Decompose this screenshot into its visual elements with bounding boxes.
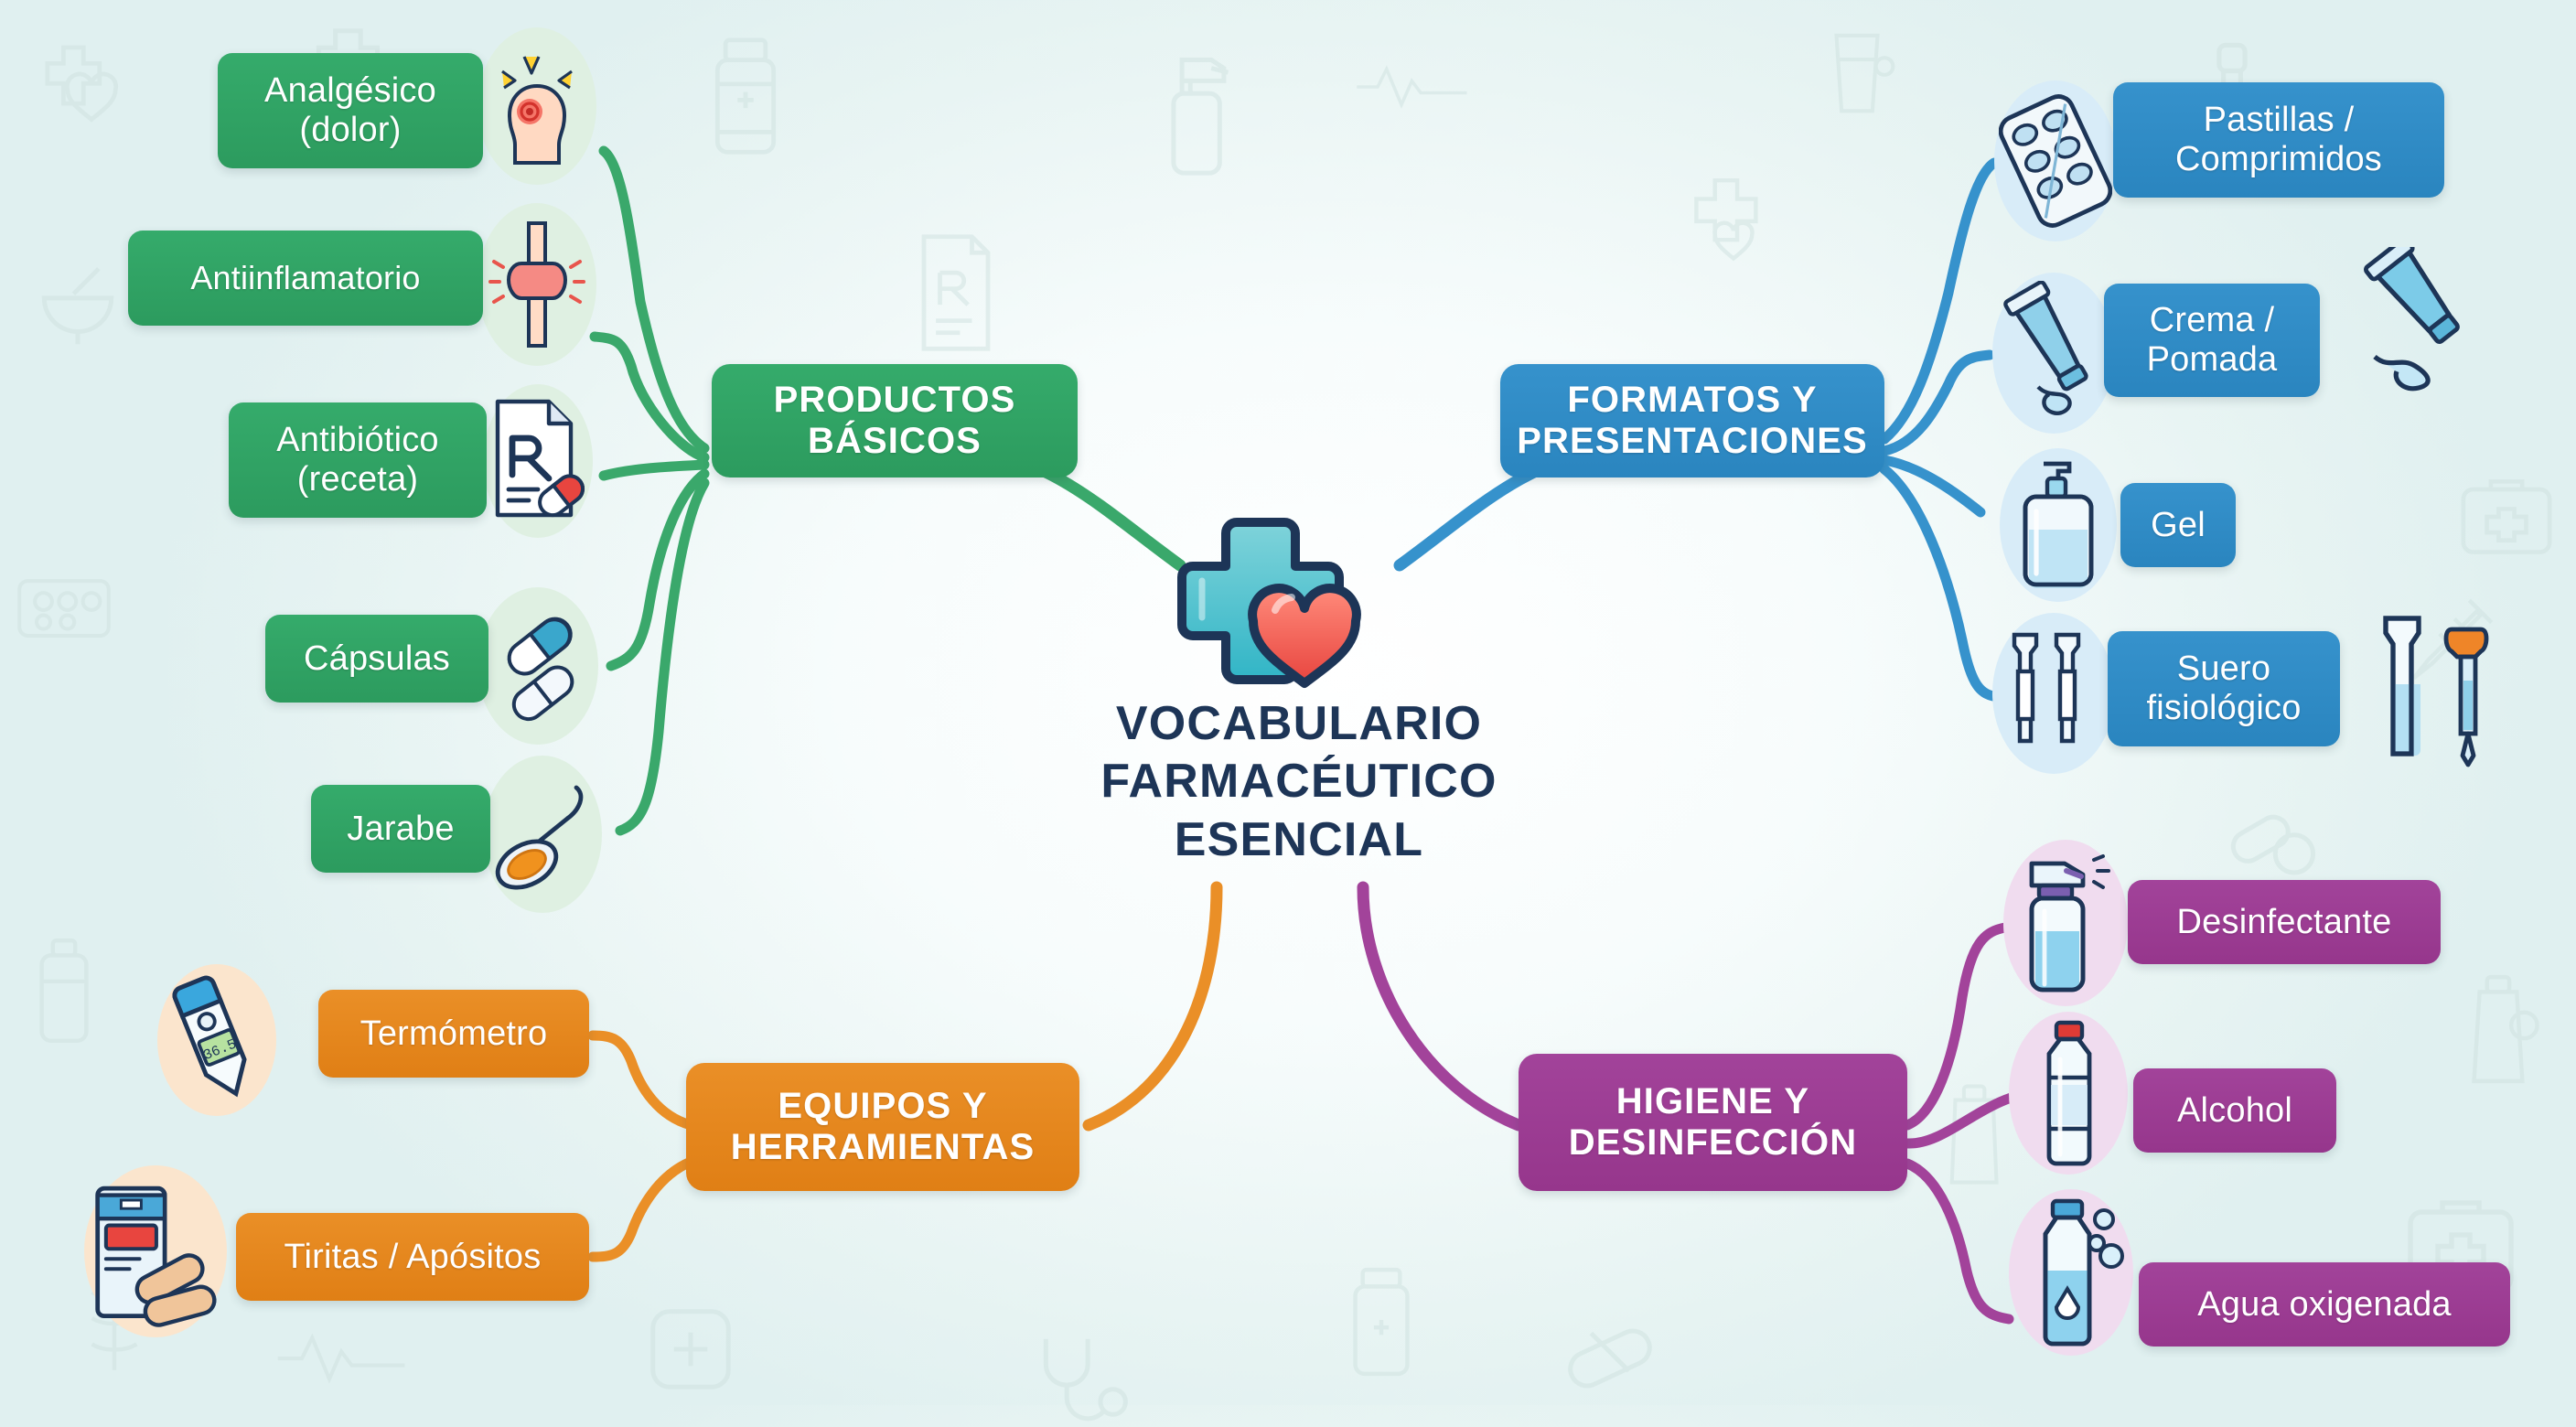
stethoscope-icon — [1025, 1326, 1134, 1427]
cup-icon — [1811, 18, 1903, 128]
leaf-analgesico[interactable]: Analgésico (dolor) — [218, 53, 483, 168]
rx-document-icon — [906, 229, 1006, 357]
saline-ampoules-icon — [1992, 613, 2115, 774]
first-aid-kit-icon — [2452, 467, 2561, 567]
bottle-icon — [18, 933, 110, 1052]
ampoule-dropper-icon — [2367, 607, 2505, 772]
tube-icon — [2461, 970, 2543, 1089]
medicine-bottle-icon — [695, 32, 796, 160]
heartbeat-icon — [1354, 55, 1473, 119]
cross-shield-icon — [1674, 165, 1793, 293]
cream-tube-squeeze-icon — [2342, 247, 2488, 393]
alcohol-bottle-icon — [2009, 1012, 2128, 1175]
leaf-desinfectante[interactable]: Desinfectante — [2128, 880, 2441, 964]
bandage-box-icon — [84, 1165, 227, 1337]
leaf-crema-pomada[interactable]: Crema / Pomada — [2104, 284, 2320, 397]
cream-tube-icon — [1992, 273, 2115, 434]
leaf-antibiotico[interactable]: Antibiótico (receta) — [229, 402, 487, 518]
leaf-termometro[interactable]: Termómetro — [318, 990, 589, 1078]
pill-blister-icon — [9, 567, 119, 649]
leaf-jarabe[interactable]: Jarabe — [311, 785, 490, 873]
plus-box-icon — [640, 1299, 741, 1400]
leaf-alcohol[interactable]: Alcohol — [2133, 1068, 2336, 1153]
leaf-suero-fisiologico[interactable]: Suero fisiológico — [2108, 631, 2340, 746]
hydrogen-peroxide-bottle-icon — [2009, 1189, 2133, 1356]
syrup-spoon-icon — [483, 756, 602, 913]
rx-prescription-icon — [483, 384, 593, 538]
branch-node-productos-basicos[interactable]: PRODUCTOS BÁSICOS — [712, 364, 1078, 477]
spray-bottle-icon — [2003, 840, 2128, 1006]
leaf-pastillas-comprimidos[interactable]: Pastillas / Comprimidos — [2113, 82, 2444, 198]
medical-cross-heart-icon — [1162, 508, 1400, 714]
blister-pack-icon — [1994, 80, 2117, 241]
medicine-bottle-icon — [1336, 1262, 1427, 1381]
thermometer-icon: 36.5 — [157, 964, 276, 1116]
spray-bottle-icon — [1153, 46, 1253, 183]
heart-plus-icon — [27, 27, 156, 156]
capsule-icon — [1555, 1308, 1665, 1409]
leaf-capsulas[interactable]: Cápsulas — [265, 615, 488, 703]
branch-node-higiene-desinfeccion[interactable]: HIGIENE Y DESINFECCIÓN — [1519, 1054, 1907, 1191]
heartbeat-icon — [274, 1326, 412, 1390]
capsules-icon — [478, 587, 598, 745]
leaf-gel[interactable]: Gel — [2120, 483, 2236, 567]
pills-icon — [2223, 787, 2324, 887]
leaf-tiritas-apositos[interactable]: Tiritas / Apósitos — [236, 1213, 589, 1301]
leaf-agua-oxigenada[interactable]: Agua oxigenada — [2139, 1262, 2510, 1347]
headache-head-icon — [478, 27, 596, 185]
inflamed-joint-icon — [478, 203, 596, 366]
leaf-antiinflamatorio[interactable]: Antiinflamatorio — [128, 231, 483, 326]
page-title: VOCABULARIO FARMACÉUTICO ESENCIAL — [1100, 697, 1497, 866]
gel-pump-bottle-icon — [2000, 448, 2117, 602]
mortar-pestle-icon — [27, 256, 128, 357]
branch-node-equipos-herramientas[interactable]: EQUIPOS Y HERRAMIENTAS — [686, 1063, 1079, 1191]
tube-icon — [1939, 1079, 2012, 1189]
branch-node-formatos-presentaciones[interactable]: FORMATOS Y PRESENTACIONES — [1500, 364, 1884, 477]
